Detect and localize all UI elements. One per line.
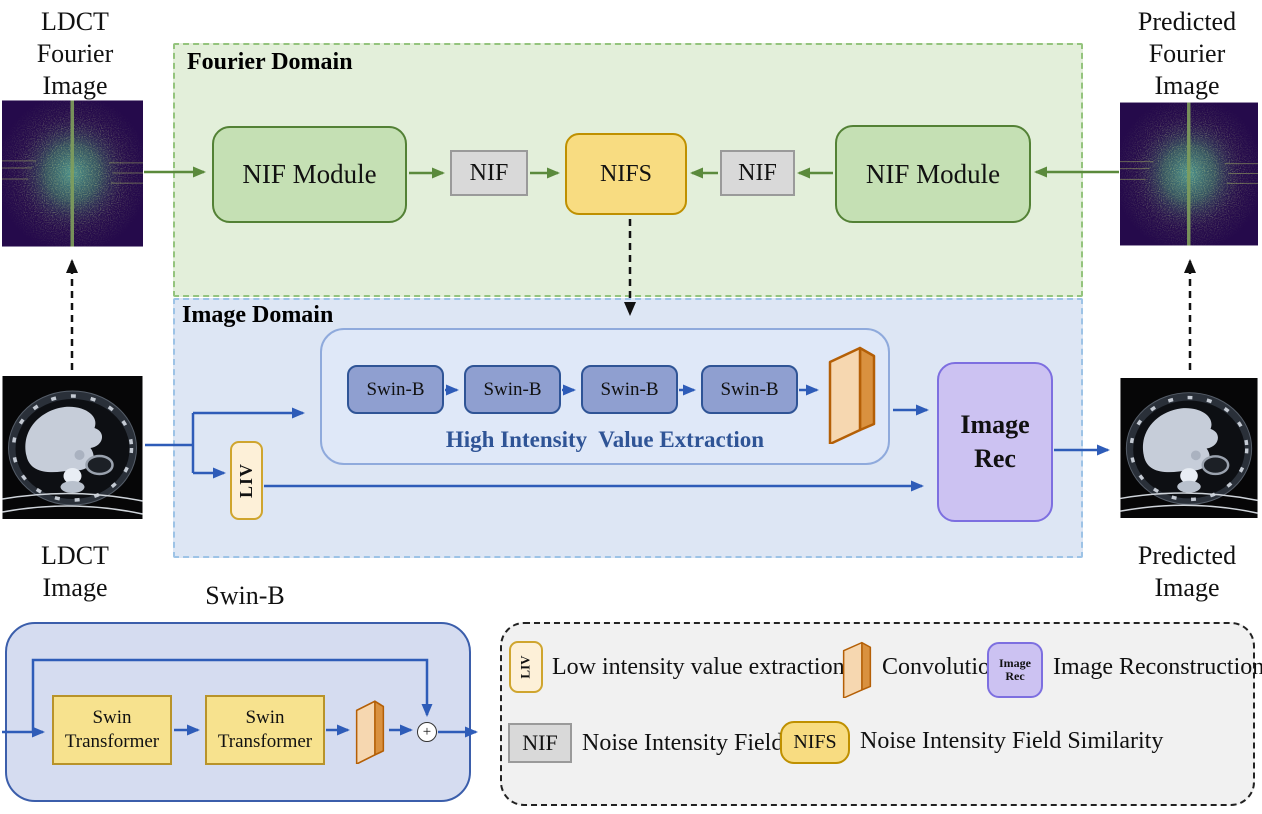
predicted-ct-image xyxy=(1120,378,1258,518)
liv-legend-icon: LIV xyxy=(509,641,543,693)
fourier-domain-title: Fourier Domain xyxy=(187,49,353,75)
liv-node: LIV xyxy=(230,441,263,520)
nif-right: NIF xyxy=(720,150,795,196)
swin-b-block-3: Swin-B xyxy=(581,365,678,414)
nif-module-right: NIF Module xyxy=(835,125,1031,223)
nifs-legend-text: Noise Intensity Field Similarity xyxy=(860,728,1164,754)
convolution-icon-small xyxy=(355,700,385,764)
nif-left: NIF xyxy=(450,150,528,196)
predicted-image-label: Predicted Image xyxy=(1137,541,1237,602)
swin-transformer-1: Swin Transformer xyxy=(52,695,172,765)
legend-panel xyxy=(500,622,1255,806)
ldct-ct-image xyxy=(2,376,143,519)
liv-legend-text: Low intensity value extraction xyxy=(552,654,845,680)
image-domain-title: Image Domain xyxy=(182,302,334,328)
ldct-fourier-spectrum-image xyxy=(2,100,143,247)
swin-b-block-4: Swin-B xyxy=(701,365,798,414)
ldct-image-label: LDCT Image xyxy=(41,541,109,602)
swin-b-block-1: Swin-B xyxy=(347,365,444,414)
predicted-fourier-spectrum-image xyxy=(1120,102,1258,246)
swin-detail-title: Swin-B xyxy=(205,581,285,610)
nifs-legend-icon: NIFS xyxy=(780,721,850,764)
convolution-legend-icon xyxy=(842,641,872,698)
image-rec-legend-text: Image Reconstruction xyxy=(1053,654,1262,680)
image-rec-legend-icon: Image Rec xyxy=(987,642,1043,698)
convolution-legend-text: Convolution xyxy=(882,654,1003,680)
nif-module-left: NIF Module xyxy=(212,126,407,223)
hive-caption: High Intensity Value Extraction xyxy=(445,427,765,452)
image-rec-node: Image Rec xyxy=(937,362,1053,522)
predicted-fourier-image-label: Predicted Fourier Image xyxy=(1137,7,1237,100)
ldct-fourier-image-label: LDCT Fourier Image xyxy=(36,7,114,100)
nifs-node: NIFS xyxy=(565,133,687,215)
swin-b-block-2: Swin-B xyxy=(464,365,561,414)
elementwise-add-icon: + xyxy=(417,722,437,742)
image-rec-line1: Image xyxy=(960,410,1030,439)
nif-legend-text: Noise Intensity Field xyxy=(582,730,784,756)
liv-node-label: LIV xyxy=(236,462,257,499)
nif-legend-icon: NIF xyxy=(508,723,572,763)
image-rec-line2: Rec xyxy=(974,444,1016,473)
swin-transformer-2: Swin Transformer xyxy=(205,695,325,765)
